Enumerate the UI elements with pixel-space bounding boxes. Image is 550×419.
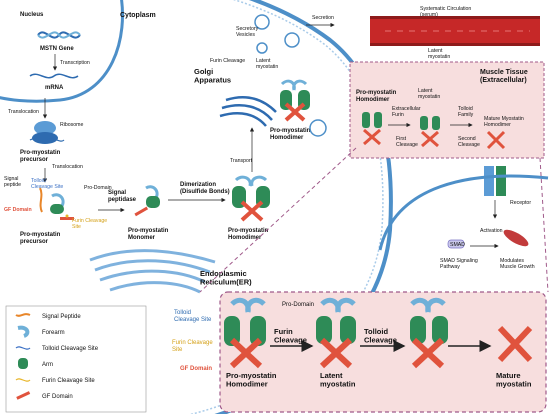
secretion-label: Secretion [312,15,334,21]
mrna-label: mRNA [45,85,64,91]
muscle-cell-membrane [378,174,549,251]
nucleus [0,0,124,103]
legend-label: Furin Cleavage Site [42,378,95,384]
receptor-label: Receptor [510,200,531,206]
receptor [484,166,494,196]
forearm-icon [17,325,30,338]
legend-label: Tolloid Cleavage Site [42,346,99,352]
gf-domain-icon [16,391,31,400]
mrna-icon [29,73,79,79]
transcription-label: Transcription [60,60,90,66]
smad-label: SMAD [450,242,465,248]
detail-pro-domain-label: Pro-Domain [282,302,314,308]
legend-label: GF Domain [42,394,73,400]
arm-icon [18,358,28,369]
translocation2-label: Translocation [52,164,83,170]
golgi-apparatus [219,96,277,127]
muscle-molecules [362,112,506,150]
monomer-molecule [134,185,160,217]
legend-label: Forearm [42,330,65,336]
vesicle-icon [256,42,268,54]
muscle-tissue-panel [349,61,545,159]
vesicle-icon [284,32,300,48]
legend-item: Forearm [17,325,65,338]
furin-site-icon [15,378,31,382]
nucleus-label: Nucleus [20,12,44,18]
ribosome-icon [29,121,65,144]
dimerization-label: Dimerization(Disulfide Bonds) [180,182,230,195]
activation-label: Activation [480,228,503,234]
transport-label: Transport [230,158,253,164]
legend-label: Arm [42,362,53,368]
muscle-panel-title: Muscle Tissue(Extracellular) [480,69,528,84]
endoplasmic-reticulum [89,249,216,294]
er-homodimer [232,175,270,222]
circulation-label: Systematic Circulation(serum) [420,6,471,18]
dna-helix-icon [37,31,81,39]
smad-badge [447,239,465,249]
cytoplasm-label: Cytoplasm [120,12,156,19]
furin-cleavage-label: Furin Cleavage [210,58,245,64]
legend-item: GF Domain [16,391,73,400]
pro-domain-label: Pro-Domain [84,185,112,191]
legend-label: Signal Peptide [42,314,81,320]
muscle-fiber-icon [503,229,529,247]
blood-vessel [370,16,540,46]
vesicle-icon [309,119,327,137]
legend-item: Signal Peptide [15,313,81,320]
precursor-molecule [39,187,74,220]
gene-label: MSTN Gene [40,46,74,52]
legend-box [5,305,147,413]
ribosome-label: Ribosome [60,122,83,128]
legend-item: Furin Cleavage Site [15,378,95,384]
receptor [496,166,506,196]
tolloid-site-icon [15,346,31,350]
golgi-homodimer [280,79,310,122]
detail-molecules [224,297,533,369]
detail-gf-label: GF Domain [180,366,212,372]
signal-peptide-icon [15,313,31,317]
legend-item: Arm [18,358,53,369]
detail-panel [219,291,547,413]
vesicle-icon [254,14,270,30]
translocation-label: Translocation [8,109,39,115]
gf-domain-label: GF Domain [4,207,32,213]
legend-item: Tolloid Cleavage Site [15,346,99,352]
